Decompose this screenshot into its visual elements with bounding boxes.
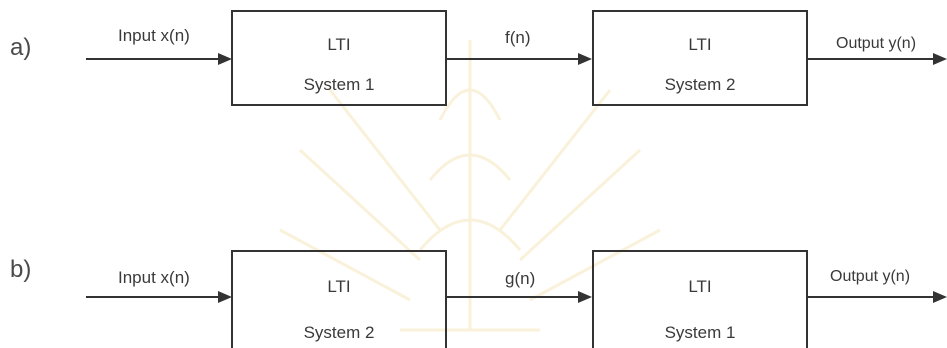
diagram-b-mid-arrow-head: [578, 291, 592, 303]
diagram-a-block-1-name: System 1: [303, 75, 375, 94]
diagram-b-label: b): [10, 256, 32, 283]
diagram-a-label: a): [10, 34, 32, 61]
diagram-a-mid-signal-label: f(n): [505, 28, 531, 47]
diagram-b-input-label: Input x(n): [118, 268, 190, 287]
diagram-b-mid-signal-label: g(n): [505, 269, 536, 288]
diagram-a-block-2: LTI System 2: [592, 10, 808, 106]
diagram-b-block-2: LTI System 1: [592, 250, 808, 348]
diagram-b-output-label: Output y(n): [830, 268, 911, 285]
diagram-b-block-1-name: System 2: [303, 323, 375, 342]
diagram-b-output-arrow-head: [933, 291, 947, 303]
diagram-a-input-arrow-head: [218, 53, 232, 65]
diagram-a-block-2-title: LTI: [688, 35, 712, 54]
diagram-a-mid-arrow-head: [578, 53, 592, 65]
diagram-b-output-arrow-line: [808, 296, 934, 298]
diagram-a-input-label: Input x(n): [118, 26, 190, 45]
diagram-a-block-1-title: LTI: [327, 35, 351, 54]
diagram-b-block-1-title: LTI: [327, 277, 351, 296]
diagram-a-output-label: Output y(n): [836, 35, 917, 52]
diagram-b-input-arrow-head: [218, 291, 232, 303]
diagram-a-block-1: LTI System 1: [231, 10, 447, 106]
diagram-a-block-2-name: System 2: [664, 75, 736, 94]
diagram-b-block-2-title: LTI: [688, 277, 712, 296]
diagram-b-input-arrow-line: [86, 296, 220, 298]
diagram-b-mid-arrow-line: [447, 296, 581, 298]
diagram-a-output-arrow-line: [808, 58, 934, 60]
diagram-a-input-arrow-line: [86, 58, 220, 60]
diagram-b-block-1: LTI System 2: [231, 250, 447, 348]
diagram-b-block-2-name: System 1: [664, 323, 736, 342]
diagram-a-output-arrow-head: [933, 53, 947, 65]
diagram-a-mid-arrow-line: [447, 58, 581, 60]
